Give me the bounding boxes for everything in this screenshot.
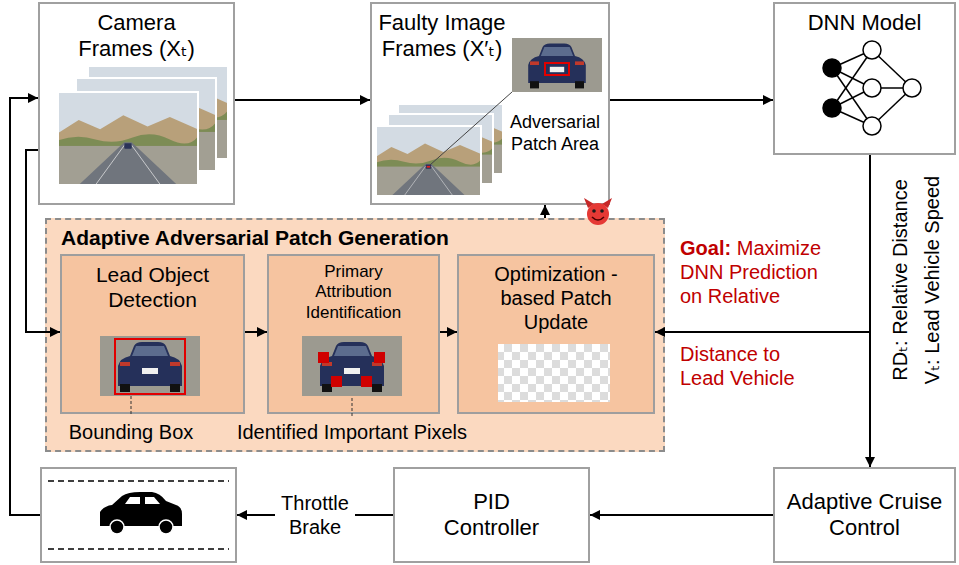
neural-network-icon <box>823 41 921 135</box>
important-pixel <box>318 352 329 363</box>
leader-line <box>131 396 132 416</box>
flow-arrow <box>655 155 870 332</box>
nn-neuron <box>863 117 881 135</box>
lane-line <box>48 548 229 550</box>
devil-eye <box>592 209 596 213</box>
nn-neuron <box>863 79 881 97</box>
box-label: Optimization -based Patch Update <box>491 262 621 334</box>
detection-image <box>100 336 200 416</box>
controller-box: PID Controller <box>393 467 590 563</box>
lead-car-crop <box>302 336 402 396</box>
process-box: Optimization -based Patch Update <box>457 254 655 414</box>
nn-link <box>872 88 912 126</box>
devil-horn <box>584 198 594 208</box>
box-label: PID Controller <box>435 489 548 542</box>
dnn-model-box: DNN Model <box>773 2 956 155</box>
car-wheel <box>110 520 124 534</box>
car-wheel <box>159 520 173 534</box>
nn-link <box>832 108 872 126</box>
important-pixel <box>361 376 372 387</box>
flow-arrow <box>544 205 546 218</box>
faulty-frame <box>376 126 481 196</box>
faulty-frames-box: Faulty Image Frames (X′ₜ) <box>370 2 610 205</box>
signal-label: Vₜ: Lead Vehicle Speed <box>920 130 944 430</box>
edge-label: Throttle Brake <box>275 491 355 539</box>
devil-face <box>587 203 609 225</box>
nn-neuron <box>823 99 841 117</box>
leader-line <box>352 398 353 416</box>
devil-eye <box>600 209 604 213</box>
car-body <box>100 492 182 526</box>
flow-arrow <box>610 99 773 101</box>
patch-outline <box>545 63 569 75</box>
box-label: Primary Attribution Identification <box>297 262 410 323</box>
camera-frame <box>88 66 228 159</box>
process-box: Lead Object Detection <box>60 254 245 414</box>
devil-mouth <box>592 217 604 220</box>
camera-frame <box>76 78 216 171</box>
goal-text: Goal: <box>680 237 731 259</box>
box-label: Lead Object Detection <box>70 262 235 312</box>
faulty-frame <box>388 114 493 184</box>
nn-neuron <box>863 41 881 59</box>
callout-label: Bounding Box <box>56 420 206 444</box>
camera-frame-stack <box>58 66 228 185</box>
goal-text: Distance to Lead Vehicle <box>680 342 820 390</box>
flow-arrow <box>245 331 267 333</box>
flow-arrow <box>10 98 40 515</box>
patch-generation-band: Adaptive Adversarial Patch GenerationLea… <box>45 218 665 452</box>
patch-inset <box>512 38 602 92</box>
nn-neuron <box>903 79 921 97</box>
box-label: Adaptive Cruise Control <box>783 489 946 542</box>
box-label: DNN Model <box>783 10 946 36</box>
frame-border <box>76 78 216 171</box>
lead-car-crop <box>100 336 200 396</box>
frame-border <box>398 104 503 174</box>
leader-line <box>430 92 512 165</box>
ego-vehicle-icon <box>48 481 229 549</box>
flow-arrow <box>235 99 370 101</box>
important-pixel <box>374 352 385 363</box>
ego-vehicle-box <box>40 467 237 563</box>
signal-label: RDₜ: Relative Distance <box>888 130 912 430</box>
flow-arrow <box>26 150 60 332</box>
nn-link <box>832 68 872 126</box>
lane-line <box>48 480 229 482</box>
patch-checkerboard <box>498 344 610 402</box>
box-label: Camera Frames (Xₜ) <box>70 10 203 63</box>
important-pixel <box>331 376 342 387</box>
devil-horn <box>602 198 612 208</box>
nn-neuron <box>823 59 841 77</box>
frame-border <box>388 114 493 184</box>
camera-frame <box>58 92 198 185</box>
frame-border <box>58 92 198 185</box>
car-window <box>125 497 160 504</box>
frame-border <box>376 126 481 196</box>
flow-arrow <box>440 331 457 333</box>
frame-border <box>88 66 228 159</box>
nn-link <box>832 50 872 68</box>
attacker-icon <box>584 198 612 225</box>
box-label: Faulty Image Frames (X′ₜ) <box>376 10 508 63</box>
flow-arrow <box>237 514 393 516</box>
nn-link <box>872 87 912 89</box>
flow-arrow <box>590 514 773 516</box>
attribution-image <box>302 336 402 416</box>
process-box: Primary Attribution Identification <box>267 254 440 414</box>
faulty-frame-stack <box>376 38 602 196</box>
nn-link <box>872 50 912 88</box>
goal-annotation: Goal:Maximize DNN Prediction on Relative <box>680 236 838 308</box>
bounding-box <box>115 339 185 394</box>
camera-frames-box: Camera Frames (Xₜ) <box>38 2 235 205</box>
faulty-frame <box>398 104 503 174</box>
flow-arrow <box>869 155 871 467</box>
nn-link <box>832 68 872 88</box>
controller-box: Adaptive Cruise Control <box>773 467 956 563</box>
callout-label: Adversarial Patch Area <box>506 112 604 155</box>
group-heading: Adaptive Adversarial Patch Generation <box>61 225 649 250</box>
callout-label: Identified Important Pixels <box>222 420 482 444</box>
nn-link <box>832 50 872 108</box>
nn-link <box>832 88 872 108</box>
